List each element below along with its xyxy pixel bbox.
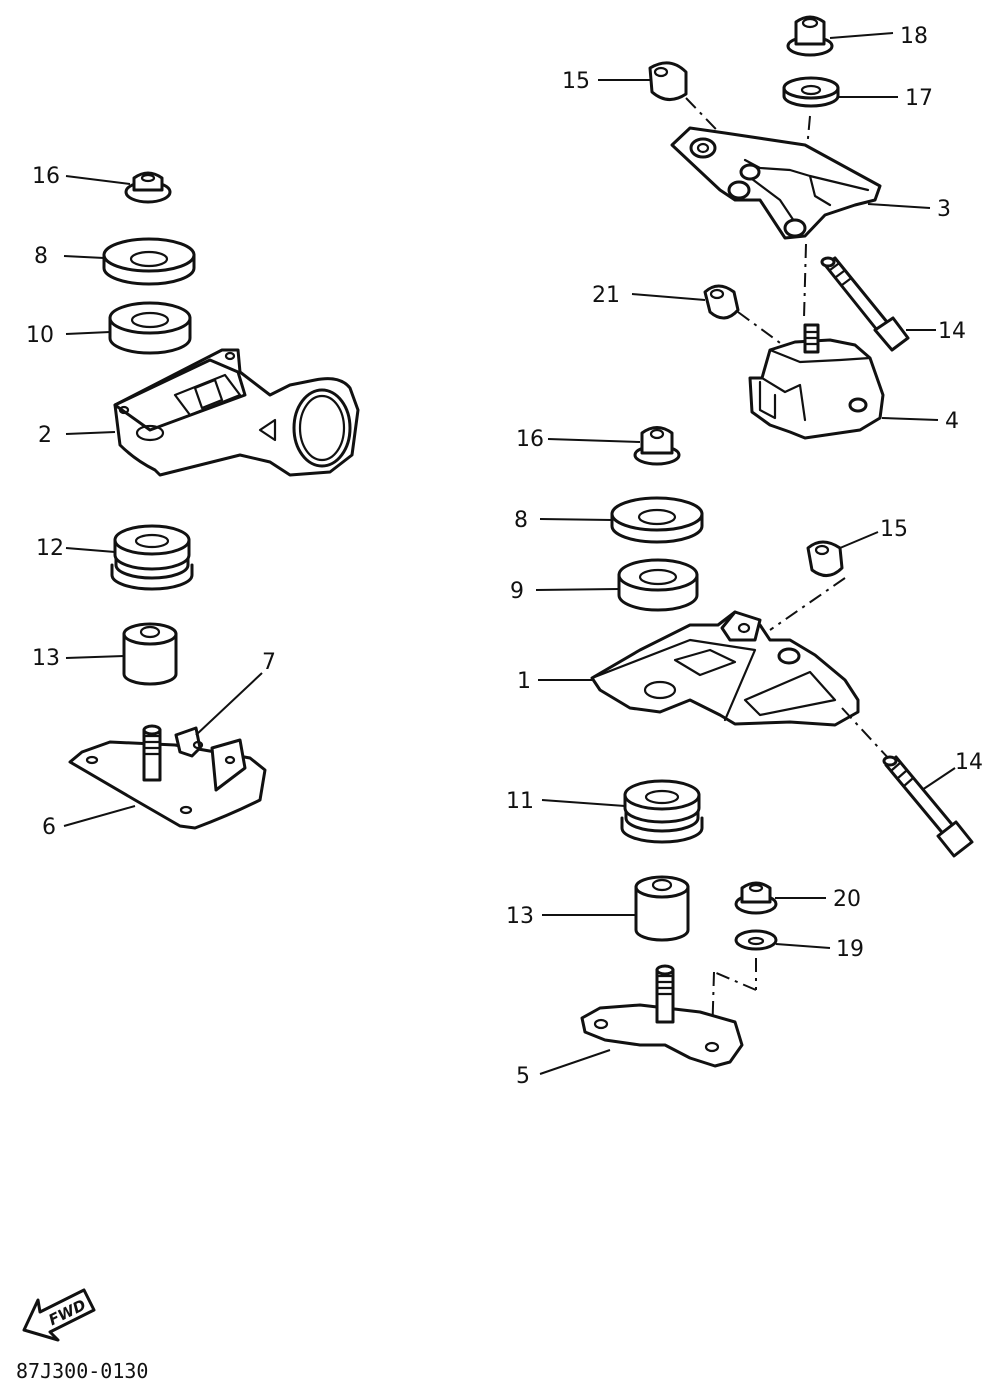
label-5: 5 [516,1064,530,1089]
label-15-right: 15 [880,517,908,542]
label-9: 9 [510,579,524,604]
label-3: 3 [937,197,951,222]
engine-bracket-2 [113,348,360,477]
label-14-top: 14 [938,319,966,344]
fwd-arrow-icon: FWD [22,1288,96,1342]
nut-21 [703,284,740,320]
collar-13-left [122,622,178,686]
label-20: 20 [833,887,861,912]
washer-8-right [610,496,704,544]
label-2: 2 [38,423,52,448]
rubber-grommet-11 [620,779,704,844]
bolt-14-top [820,256,910,352]
label-14-lower: 14 [955,750,983,775]
label-15-top: 15 [562,69,590,94]
label-10-left: 10 [26,323,54,348]
washer-19 [734,929,778,951]
nut-15-right [806,540,844,577]
nut-15-top [648,61,688,101]
washer-17 [782,76,840,108]
washer-8-left [102,237,196,286]
stud-plate-6 [68,724,267,830]
label-4: 4 [945,409,959,434]
collar-13-right [634,875,690,942]
label-7: 7 [262,650,276,675]
label-19: 19 [836,937,864,962]
diagram-code: 87J300-0130 [16,1359,148,1383]
label-11: 11 [506,789,534,814]
flange-nut-16-right [633,426,681,466]
mount-bracket-3 [670,126,882,240]
label-12: 12 [36,536,64,561]
bolt-14-lower [882,755,974,858]
label-16-right: 16 [516,427,544,452]
bushing-10-left [108,301,192,355]
bushing-9 [617,558,699,612]
label-13-left: 13 [32,646,60,671]
flange-nut-18 [786,15,834,57]
clip-7 [174,726,204,758]
engine-bracket-1 [590,610,860,727]
label-8-left: 8 [34,244,48,269]
label-18: 18 [900,24,928,49]
rubber-grommet-12 [110,524,194,591]
label-8-right: 8 [514,508,528,533]
label-13-right: 13 [506,904,534,929]
label-21: 21 [592,283,620,308]
label-1: 1 [517,669,531,694]
flange-nut-20 [734,881,778,915]
stud-plate-5 [580,964,744,1068]
flange-nut-16-left [124,171,172,204]
label-17: 17 [905,86,933,111]
label-6: 6 [42,815,56,840]
engine-mount-4 [748,323,885,440]
label-16-left: 16 [32,164,60,189]
